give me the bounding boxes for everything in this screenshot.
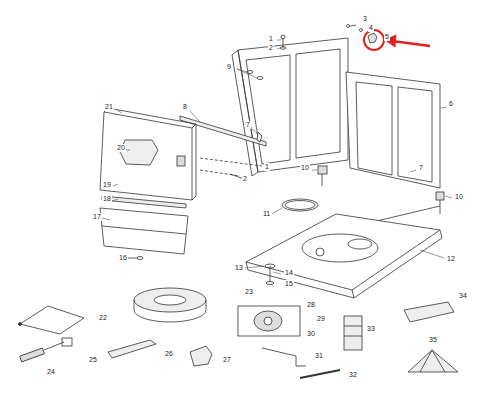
callout-number: 5	[384, 33, 390, 41]
callout-number: 32	[348, 371, 358, 379]
callout-number: 29	[316, 315, 326, 323]
callout-number: 7	[418, 164, 424, 172]
callout-number: 26	[164, 350, 174, 358]
callout-number: 27	[222, 356, 232, 364]
callout-number: 16	[118, 254, 128, 262]
callout-number: 9	[226, 63, 232, 71]
callout-number: 1	[264, 163, 270, 171]
callout-number: 10	[454, 193, 464, 201]
callout-number: 18	[102, 195, 112, 203]
callout-number: 6	[448, 100, 454, 108]
callout-number: 19	[102, 181, 112, 189]
callout-number: 20	[116, 144, 126, 152]
callout-number: 35	[428, 336, 438, 344]
callout-number: 7	[245, 121, 251, 129]
callout-number: 25	[88, 356, 98, 364]
callout-number: 34	[458, 292, 468, 300]
callout-number: 10	[300, 164, 310, 172]
callout-number: 12	[446, 255, 456, 263]
callout-number: 17	[92, 213, 102, 221]
callout-number: 30	[306, 330, 316, 338]
callout-number: 3	[362, 15, 368, 23]
callout-number: 21	[104, 103, 114, 111]
callout-number: 31	[314, 352, 324, 360]
callout-number: 28	[306, 301, 316, 309]
callout-number: 24	[46, 368, 56, 376]
callout-number: 2	[268, 44, 274, 52]
callout-number: 14	[284, 269, 294, 277]
callout-number: 8	[182, 103, 188, 111]
callout-number: 2	[242, 175, 248, 183]
callout-number: 15	[284, 280, 294, 288]
callout-number: 11	[262, 210, 271, 218]
callout-number: 22	[98, 314, 108, 322]
callout-number: 33	[366, 325, 376, 333]
callout-number: 23	[244, 288, 254, 296]
callout-number: 13	[234, 264, 244, 272]
callout-number: 1	[268, 35, 274, 43]
callout-number: 4	[368, 24, 374, 32]
